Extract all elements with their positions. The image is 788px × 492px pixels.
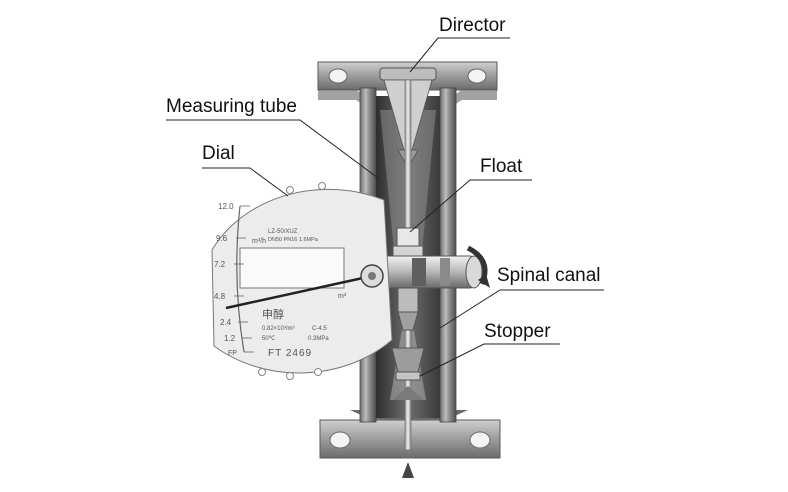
label-dial: Dial [202, 143, 235, 164]
dial-tick-label: FP [228, 350, 237, 357]
leader-spinal-canal [439, 289, 604, 329]
dial-pointer [225, 274, 373, 310]
dial-serial: FT 2469 [268, 348, 312, 359]
dial-plate [211, 182, 393, 380]
dial-spec-line: 0.3MPa [308, 336, 329, 342]
dial-unit-top: m³/h [252, 238, 266, 245]
flow-arrow [402, 462, 414, 478]
callout-lines [166, 37, 604, 377]
dial-tick-label: 1.2 [224, 334, 236, 343]
magnetic-follower [377, 245, 490, 289]
label-spinal-canal: Spinal canal [497, 265, 601, 286]
dial-model-line: DN50 PN16 1.6MPa [268, 237, 319, 243]
dial-tick-label: 4.8 [214, 292, 226, 301]
dial-unit-right: m³ [338, 293, 347, 300]
label-float: Float [480, 156, 523, 177]
dial-model-line: LZ-50/XUZ [268, 229, 298, 235]
leader-stopper [419, 343, 560, 377]
stopper [391, 347, 425, 400]
leader-measuring-tube [166, 119, 379, 179]
dial-spec-line: C-4.5 [312, 326, 327, 332]
label-measuring-tube: Measuring tube [166, 96, 297, 117]
label-director: Director [439, 15, 506, 36]
dial-tick-label: 2.4 [220, 318, 232, 327]
leader-dial [202, 167, 289, 197]
dial-tick-label: 9.6 [216, 234, 228, 243]
dial-maker-mark: 申醇 [262, 307, 284, 321]
dial-spec-line: 50℃ [262, 336, 276, 342]
label-stopper: Stopper [484, 321, 551, 342]
dial-tick-label: 7.2 [214, 260, 226, 269]
dial-spec-line: 0.82×10³/m³ [262, 326, 295, 332]
leader-director [409, 37, 510, 73]
dial-tick-label: 12.0 [218, 202, 234, 211]
leader-float [409, 179, 532, 233]
